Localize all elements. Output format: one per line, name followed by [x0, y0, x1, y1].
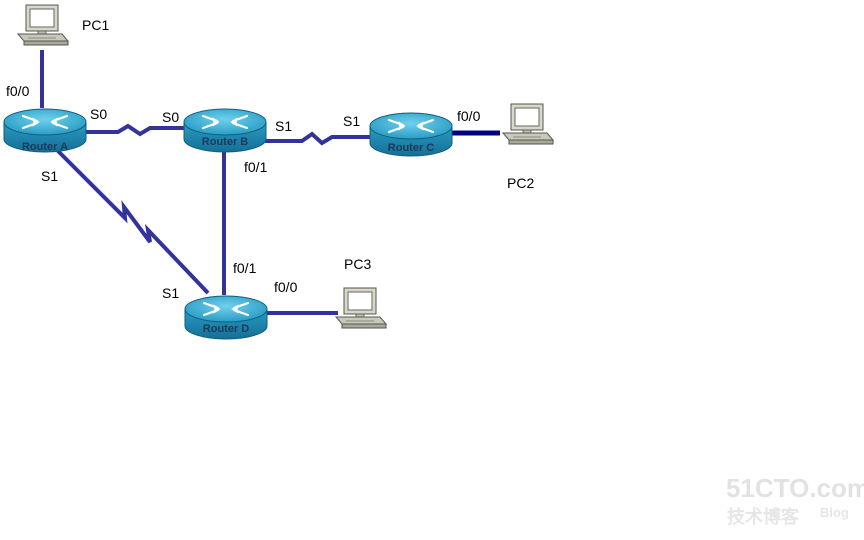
- iface-c-f0-0: f0/0: [457, 108, 481, 124]
- iface-c-s1: S1: [343, 113, 360, 129]
- link-routera-routerb-serial: [85, 123, 185, 137]
- link-routerb-routerc-serial: [265, 131, 370, 146]
- watermark-site: 51CTO.com: [726, 473, 864, 503]
- iface-a-s1: S1: [41, 168, 58, 184]
- iface-d-f0-1: f0/1: [233, 260, 257, 276]
- router-d-label: Router D: [203, 323, 250, 335]
- router-b[interactable]: Router B: [182, 107, 268, 154]
- router-a-label: Router A: [22, 141, 68, 153]
- router-b-label: Router B: [202, 136, 249, 148]
- watermark-blog: Blog: [820, 505, 849, 520]
- iface-a-s0: S0: [90, 106, 107, 122]
- pc3-computer-icon[interactable]: [335, 287, 387, 329]
- pc3-label: PC3: [344, 256, 371, 272]
- iface-d-f0-0: f0/0: [274, 279, 298, 295]
- router-a[interactable]: Router A: [2, 107, 88, 154]
- iface-b-f0-1: f0/1: [244, 159, 268, 175]
- links: [40, 50, 500, 315]
- link-routera-routerd-serial: [55, 148, 210, 295]
- pc1-computer-icon[interactable]: [17, 4, 69, 46]
- iface-b-s1: S1: [275, 118, 292, 134]
- watermark-logo: 51CTO.com 技术博客 Blog: [726, 473, 864, 528]
- pc1-label: PC1: [82, 17, 109, 33]
- router-d[interactable]: Router D: [183, 294, 269, 341]
- router-c-label: Router C: [388, 142, 435, 154]
- iface-b-s0: S0: [162, 109, 179, 125]
- router-c[interactable]: Router C: [368, 111, 454, 158]
- iface-d-s1: S1: [162, 285, 179, 301]
- watermark-sub: 技术博客: [727, 506, 800, 528]
- iface-a-f0-0: f0/0: [6, 83, 30, 99]
- pc2-label: PC2: [507, 175, 534, 191]
- pc2-computer-icon[interactable]: [502, 103, 554, 145]
